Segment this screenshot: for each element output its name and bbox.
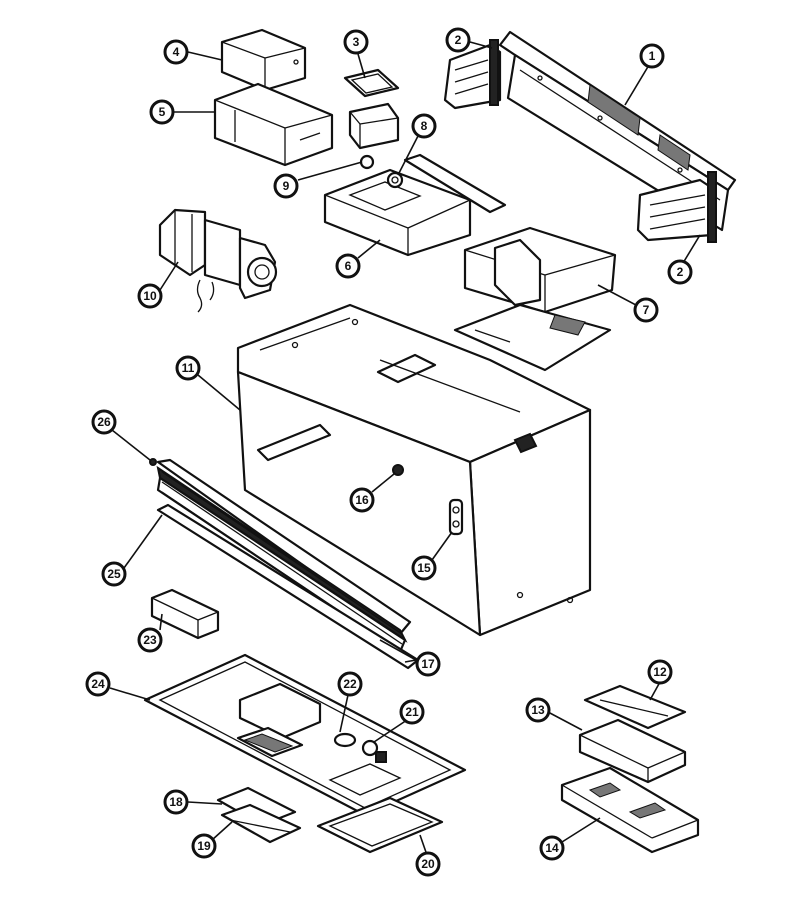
callout-14: 14 — [539, 835, 565, 861]
part-panel-14 — [560, 766, 700, 854]
part-knob-21 — [361, 739, 387, 763]
part-side-bracket-lower — [636, 171, 717, 243]
callout-2-upper: 2 — [445, 27, 471, 53]
leader-lines — [109, 41, 701, 859]
part-blower-motor — [158, 208, 278, 313]
part-lens-panel — [316, 796, 444, 854]
callout-22: 22 — [337, 671, 363, 697]
callout-13-label: 13 — [531, 703, 545, 717]
callout-2-upper-label: 2 — [455, 33, 462, 47]
part-duct-housing — [213, 82, 334, 167]
part-filter-cup — [343, 68, 400, 150]
callout-24: 24 — [85, 671, 111, 697]
callout-3-label: 3 — [353, 35, 360, 49]
callout-26: 26 — [91, 409, 117, 435]
callout-4: 4 — [163, 39, 189, 65]
callout-11: 11 — [175, 355, 201, 381]
part-lamp-housing — [216, 786, 302, 844]
callout-7-label: 7 — [643, 303, 650, 317]
callout-25-label: 25 — [107, 567, 121, 581]
part-grille — [149, 458, 412, 654]
part-knob-9 — [359, 154, 375, 170]
callout-16: 16 — [349, 487, 375, 513]
part-latch-15 — [448, 498, 464, 536]
callout-4-label: 4 — [173, 45, 180, 59]
callout-12-label: 12 — [653, 665, 667, 679]
callout-1: 1 — [639, 43, 665, 69]
callout-9: 9 — [273, 173, 299, 199]
part-control-housing — [453, 226, 617, 372]
callout-11-label: 11 — [182, 361, 195, 375]
callout-18: 18 — [163, 789, 189, 815]
callout-8: 8 — [411, 113, 437, 139]
part-panel-13 — [578, 718, 687, 784]
part-knob-22 — [333, 732, 357, 748]
callout-16-label: 16 — [355, 493, 369, 507]
callout-5: 5 — [149, 99, 175, 125]
callout-15-label: 15 — [417, 561, 431, 575]
callout-19-label: 19 — [197, 839, 211, 853]
callout-10-label: 10 — [143, 289, 157, 303]
part-bottom-plate — [143, 653, 467, 817]
callout-26-label: 26 — [97, 415, 111, 429]
callout-10: 10 — [137, 283, 163, 309]
callout-7: 7 — [633, 297, 659, 323]
callout-18-label: 18 — [169, 795, 183, 809]
part-panel-12 — [583, 684, 687, 730]
callout-21: 21 — [399, 699, 425, 725]
callout-1-label: 1 — [649, 49, 656, 63]
callout-5-label: 5 — [159, 105, 166, 119]
callout-23-label: 23 — [143, 633, 157, 647]
part-duct-cover — [220, 28, 307, 92]
callout-12: 12 — [647, 659, 673, 685]
callout-6: 6 — [335, 253, 361, 279]
part-filter-tray — [150, 588, 220, 640]
callout-24-label: 24 — [91, 677, 105, 691]
callout-15: 15 — [411, 555, 437, 581]
callout-2-lower: 2 — [667, 259, 693, 285]
callout-17: 17 — [415, 651, 441, 677]
part-screw-16 — [392, 464, 404, 476]
callout-3: 3 — [343, 29, 369, 55]
callout-8-label: 8 — [421, 119, 428, 133]
callout-25: 25 — [101, 561, 127, 587]
callout-17-label: 17 — [421, 657, 435, 671]
callout-13: 13 — [525, 697, 551, 723]
part-side-bracket-upper — [443, 39, 502, 110]
callout-6-label: 6 — [345, 259, 352, 273]
part-blower-base — [323, 153, 507, 257]
callout-21-label: 21 — [405, 705, 419, 719]
callout-14-label: 14 — [545, 841, 559, 855]
callout-23: 23 — [137, 627, 163, 653]
callout-19: 19 — [191, 833, 217, 859]
callout-2-lower-label: 2 — [677, 265, 684, 279]
callout-20: 20 — [415, 851, 441, 877]
part-knob-8 — [386, 171, 404, 189]
callout-9-label: 9 — [283, 179, 290, 193]
callout-20-label: 20 — [421, 857, 435, 871]
callout-22-label: 22 — [343, 677, 357, 691]
